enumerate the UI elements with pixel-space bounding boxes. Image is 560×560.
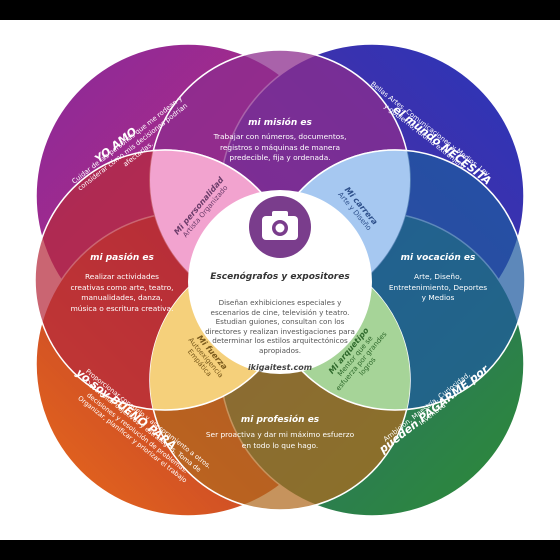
site-link[interactable]: ikigaitest.com: [247, 363, 313, 372]
ikigai-diagram: YO AMO el mundo NECESITA yo soy BUENO PA…: [0, 20, 560, 540]
center-region: [188, 190, 372, 374]
profession-text: Ser proactiva y dar mi máximo esfuerzo e…: [205, 430, 355, 450]
profession-title: mi profesión es: [241, 414, 320, 425]
mission-text: Trabajar con números, documentos, regist…: [213, 132, 347, 162]
camera-icon: [249, 196, 311, 258]
passion-title: mi pasión es: [90, 252, 154, 263]
center-title: Escenógrafos y expositores: [210, 272, 350, 282]
center-description: Diseñan exhibiciones especiales y escena…: [205, 298, 355, 355]
vocation-title: mi vocación es: [401, 252, 476, 263]
vocation-text: Arte, Diseño, Entretenimiento, Deportes …: [388, 272, 488, 302]
passion-text: Realizar actividades creativas como arte…: [70, 272, 174, 313]
ikigai-venn: YO AMO el mundo NECESITA yo soy BUENO PA…: [34, 43, 526, 517]
mission-title: mi misión es: [248, 117, 312, 128]
